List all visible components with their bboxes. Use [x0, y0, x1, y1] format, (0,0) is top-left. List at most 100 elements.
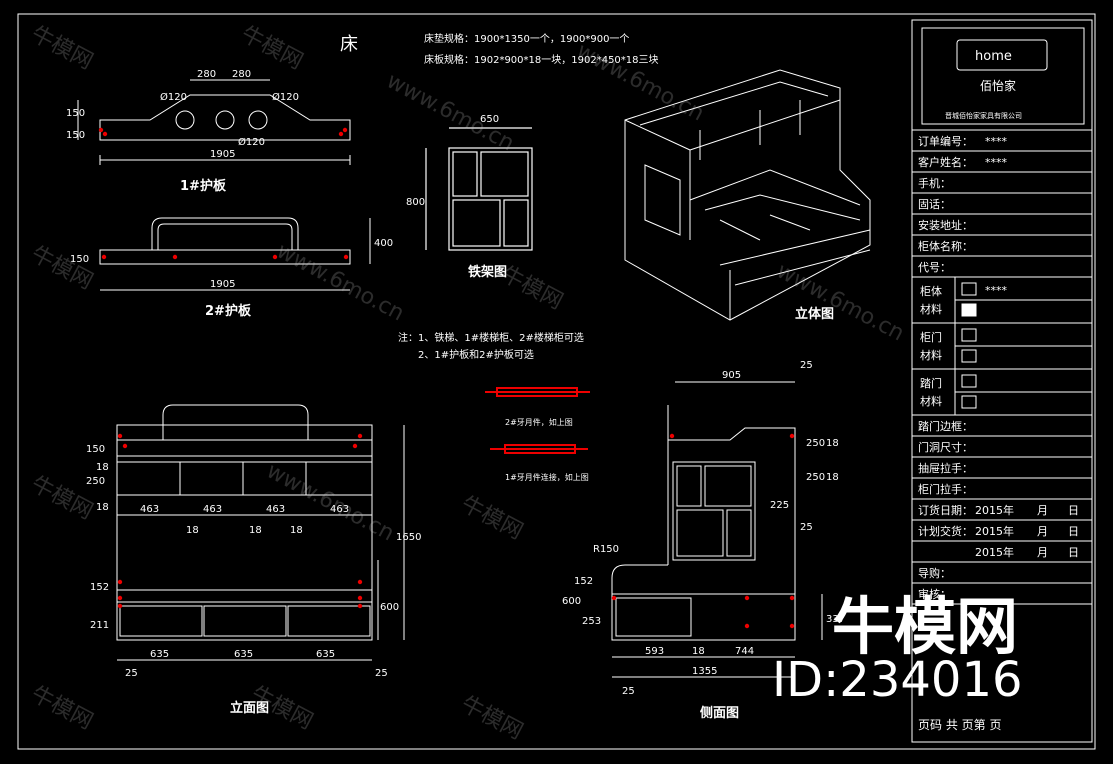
- front-dim-463d: 463: [330, 504, 349, 515]
- tb-date-year: 2015年: [975, 545, 1014, 559]
- tb-date-year: 2015年: [975, 524, 1014, 538]
- side-dim-250b: 250: [806, 472, 825, 483]
- side-dim-25c: 25: [622, 686, 635, 697]
- tb-extra-label: 导购：: [918, 566, 951, 580]
- frame-dim-height: 800: [406, 197, 425, 208]
- tb-row-label: 固话：: [918, 198, 951, 211]
- frame-label: 铁架图: [467, 264, 507, 280]
- tb-extra-label: 审核：: [918, 587, 951, 601]
- tb-row2-label: 柜门拉手：: [918, 482, 973, 496]
- tb-row2-label: 踏门边框：: [918, 419, 973, 433]
- part-1: [490, 444, 588, 454]
- front-dim-211: 211: [90, 620, 109, 631]
- spec-board: 床板规格：1902*900*18一块，1902*450*18三块: [424, 53, 659, 66]
- side-dim-18: 18: [692, 646, 705, 657]
- tb-mat-label1: 柜门: [920, 330, 942, 344]
- front-marks: [117, 433, 363, 609]
- g1-dim-r2: Ø120: [272, 91, 299, 103]
- g1-dim-h2: 150: [66, 130, 85, 141]
- tb-row-label: 柜体名称：: [918, 239, 973, 253]
- tb-date-day: 日: [1068, 546, 1079, 559]
- part-1-label: 1#牙月件连接，如上图: [505, 472, 589, 482]
- tb-row-value: ****: [985, 156, 1008, 169]
- front-dim-250: 250: [86, 476, 105, 487]
- tb-mat-value: ****: [985, 284, 1008, 297]
- tb-row-label: 手机：: [918, 176, 951, 190]
- front-dim-25b: 25: [375, 668, 388, 679]
- tb-mat-label2: 材料: [920, 302, 942, 316]
- front-label: 立面图: [230, 700, 269, 716]
- drawing-title: 床: [340, 34, 358, 55]
- note-line1: 注：1、铁梯、1#楼梯柜、2#楼梯柜可选: [398, 331, 584, 344]
- brand-cn: 佰怡家: [980, 78, 1016, 93]
- iso-view: [624, 69, 871, 321]
- tb-mat-label2: 材料: [920, 394, 942, 408]
- tb-mat-checkbox: [961, 282, 977, 296]
- front-gap-18c: 18: [290, 525, 303, 536]
- part-2: [485, 387, 590, 397]
- tb-date-label: 计划交货：: [918, 524, 973, 538]
- brand-name: home: [975, 49, 1012, 64]
- front-dim-18a: 18: [96, 462, 109, 473]
- tb-row2-label: 抽屉拉手：: [918, 461, 973, 475]
- side-dim-r150: R150: [593, 544, 619, 555]
- side-dim-225: 225: [770, 500, 789, 511]
- guard1-view: [77, 79, 351, 165]
- side-view: [611, 381, 823, 678]
- side-label: 侧面图: [700, 705, 739, 721]
- front-dim-600: 600: [380, 602, 399, 613]
- g1-dim-h1: 150: [66, 108, 85, 119]
- side-dim-25b: 25: [800, 522, 813, 533]
- tb-mat-swatch: [961, 395, 977, 409]
- side-dim-250a: 250: [806, 438, 825, 449]
- front-view: [116, 404, 405, 661]
- guard2-label: 2#护板: [205, 303, 252, 319]
- side-dim-744: 744: [735, 646, 754, 657]
- side-dim-18b: 18: [826, 472, 839, 483]
- guard2-marks: [101, 254, 349, 260]
- g1-dim-width: 1905: [210, 149, 235, 160]
- front-dim-150: 150: [86, 444, 105, 455]
- tb-mat-checkbox: [961, 374, 977, 388]
- front-dim-635c: 635: [316, 649, 335, 660]
- tb-date-month: 月: [1037, 525, 1048, 538]
- side-dim-337: 337: [826, 614, 845, 625]
- iso-label: 立体图: [795, 306, 834, 322]
- tb-date-year: 2015年: [975, 503, 1014, 517]
- front-dim-635a: 635: [150, 649, 169, 660]
- spec-mattress: 床垫规格：1900*1350一个，1900*900一个: [424, 32, 629, 45]
- g2-dim-h2: 400: [374, 238, 393, 249]
- side-dim-600: 600: [562, 596, 581, 607]
- tb-date-day: 日: [1068, 525, 1079, 538]
- tb-footer: 页码 共 页第 页: [918, 718, 1001, 732]
- tb-mat-swatch: [961, 303, 977, 317]
- front-dim-1650: 1650: [396, 532, 421, 543]
- tb-mat-label1: 柜体: [920, 284, 942, 298]
- side-dim-593: 593: [645, 646, 664, 657]
- side-marks: [611, 433, 795, 629]
- side-dim-152: 152: [574, 576, 593, 587]
- tb-date-month: 月: [1037, 504, 1048, 517]
- title-block-rows: 订单编号：****客户姓名：****手机：固话：安装地址：柜体名称：代号：柜体材…: [912, 134, 1092, 732]
- part-2-label: 2#牙月件，如上图: [505, 417, 573, 427]
- tb-date-day: 日: [1068, 504, 1079, 517]
- tb-row-value: ****: [985, 135, 1008, 148]
- guard2-view: [99, 217, 371, 291]
- guard1-label: 1#护板: [180, 178, 227, 194]
- tb-date-label: 订货日期：: [918, 503, 973, 517]
- tb-row-label: 订单编号：: [918, 134, 973, 148]
- g1-dim-r1: Ø120: [160, 91, 187, 103]
- tb-mat-label1: 踏门: [920, 376, 942, 390]
- side-dim-905: 905: [722, 370, 741, 381]
- g2-dim-width: 1905: [210, 279, 235, 290]
- front-dim-25a: 25: [125, 668, 138, 679]
- tb-mat-checkbox: [961, 328, 977, 342]
- front-dim-463a: 463: [140, 504, 159, 515]
- tb-mat-label2: 材料: [920, 348, 942, 362]
- side-dim-25: 25: [800, 360, 813, 371]
- watermark-id: ID:234016: [772, 652, 1023, 708]
- guard1-marks: [98, 127, 348, 137]
- tb-row-label: 代号：: [918, 261, 951, 274]
- front-dim-152: 152: [90, 582, 109, 593]
- frame-view: [425, 127, 533, 251]
